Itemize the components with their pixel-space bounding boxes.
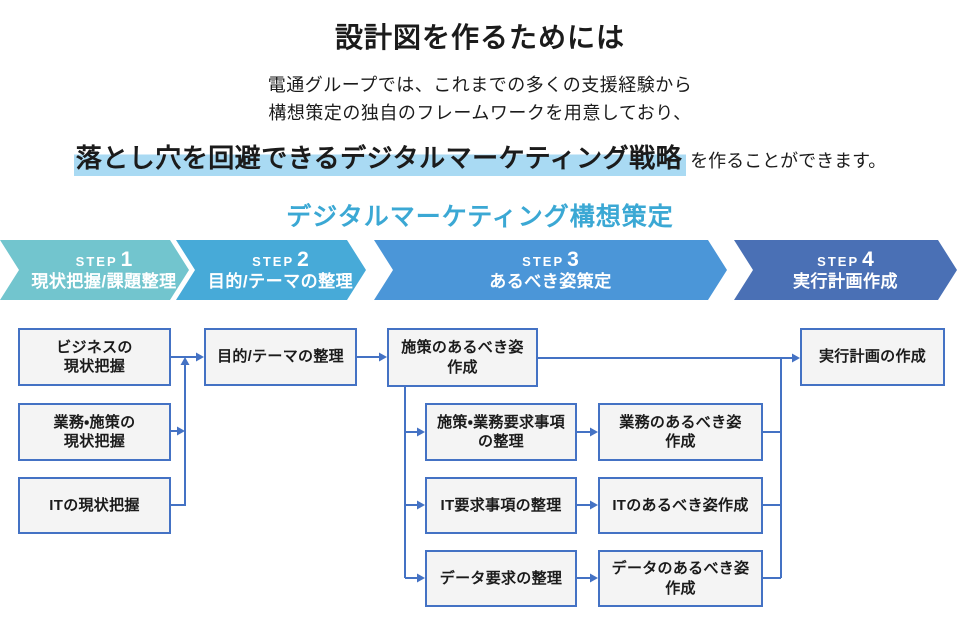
arrowhead-into-purpose: [196, 352, 204, 362]
flow-box-data-tobe: データのあるべき姿 作成: [598, 550, 763, 607]
arrowhead-into-tobe-row4: [590, 573, 598, 583]
arrowhead-into-plan: [792, 353, 800, 363]
arrowhead-into-policy: [379, 352, 387, 362]
intro-line-1: 電通グループでは、これまでの多くの支援経験から: [267, 75, 693, 95]
step-band-shapes: [0, 240, 957, 300]
section-subtitle: デジタルマーケティング構想策定: [286, 203, 674, 231]
step2-name: 目的/テーマの整理: [207, 272, 354, 292]
flow-box-it-requirements: IT要求事項の整理: [425, 477, 577, 534]
step3-arrow: [374, 240, 727, 300]
step2-number: 2: [297, 248, 309, 272]
step-band: STEP 1 現状把握/課題整理 STEP 2 目的/テーマの整理 STEP 3…: [0, 240, 960, 300]
flow-box-business-current-state: ビジネスの 現状把握: [18, 328, 171, 386]
step1-name: 現状把握/課題整理: [31, 272, 177, 292]
connector-it-up-trunk: [171, 365, 186, 506]
arrowhead-into-req-row2: [417, 427, 425, 437]
arrowhead-trunk-up: [180, 357, 190, 365]
step4-name: 実行計画作成: [793, 272, 898, 292]
arrowhead-into-tobe-row2: [590, 427, 598, 437]
flow-box-it-tobe: ITのあるべき姿作成: [598, 477, 763, 534]
step1-prefix: STEP: [75, 254, 118, 270]
arrowhead-into-req-row4: [417, 573, 425, 583]
flow-box-it-current-state: ITの現状把握: [18, 477, 171, 534]
step1-label: STEP 1 現状把握/課題整理: [19, 240, 189, 300]
flow-box-data-requirements: データ要求の整理: [425, 550, 577, 607]
step4-label: STEP 4 実行計画作成: [753, 240, 938, 300]
flow-box-operations-tobe: 業務のあるべき姿 作成: [598, 403, 763, 461]
arrowhead-into-trunk: [177, 426, 185, 436]
intro-line-3: 落とし穴を回避できるデジタルマーケティング戦略 を作ることができます。: [0, 138, 960, 177]
step3-label: STEP 3 あるべき姿策定: [393, 240, 708, 300]
intro-line-3-suffix: を作ることができます。: [690, 151, 887, 171]
arrowhead-into-tobe-row3: [590, 500, 598, 510]
step3-name: あるべき姿策定: [489, 272, 612, 292]
step1-arrow: [0, 240, 189, 300]
intro-line-2: 構想策定の独自のフレームワークを用意しており、: [268, 103, 692, 123]
step4-prefix: STEP: [817, 254, 860, 270]
step4-number: 4: [862, 248, 874, 272]
flow-box-policy-tobe: 施策のあるべき姿 作成: [387, 328, 538, 387]
step2-label: STEP 2 目的/テーマの整理: [195, 240, 366, 300]
highlighted-strategy-text: 落とし穴を回避できるデジタルマーケティング戦略: [73, 138, 687, 177]
flow-box-purpose-theme: 目的/テーマの整理: [204, 328, 357, 386]
flow-box-execution-plan: 実行計画の作成: [800, 328, 945, 386]
step3-number: 3: [567, 248, 579, 272]
flow-box-policy-ops-requirements: 施策・業務要求事項 の整理: [425, 403, 577, 461]
flow-box-operations-current-state: 業務・施策の 現状把握: [18, 403, 171, 461]
step2-arrow: [176, 240, 366, 300]
step3-prefix: STEP: [522, 254, 565, 270]
page-title: 設計図を作るためには: [334, 22, 625, 53]
step1-number: 1: [120, 248, 133, 272]
step4-arrow: [734, 240, 957, 300]
arrowhead-into-req-row3: [417, 500, 425, 510]
step2-prefix: STEP: [252, 254, 295, 270]
